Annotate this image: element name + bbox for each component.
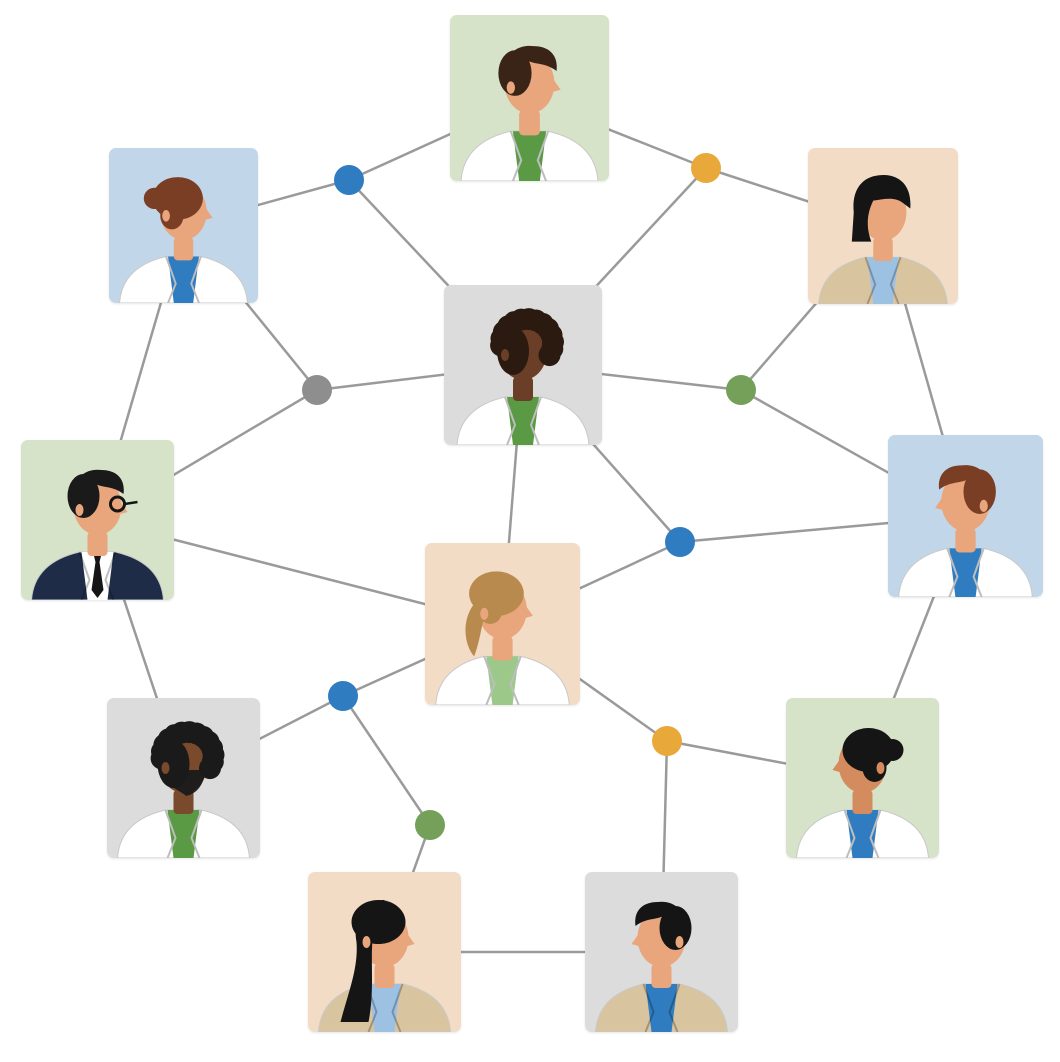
hub-node-h4 (726, 375, 756, 405)
person-card-left (21, 440, 174, 600)
connection-line (341, 695, 432, 826)
person-card-lower-right (786, 698, 939, 858)
person-portrait-icon (425, 543, 580, 705)
person-card-center (444, 285, 602, 445)
person-card-upper-left (109, 148, 258, 303)
person-portrait-icon (450, 15, 609, 181)
person-card-right (888, 435, 1043, 597)
hub-node-h8 (415, 810, 445, 840)
hub-node-h7 (652, 726, 682, 756)
person-portrait-icon (21, 440, 174, 600)
person-card-bottom-left (308, 872, 461, 1032)
hub-node-h5 (665, 527, 695, 557)
person-portrait-icon (308, 872, 461, 1032)
hub-node-h2 (691, 153, 721, 183)
person-card-bottom-right (585, 872, 738, 1032)
person-portrait-icon (585, 872, 738, 1032)
person-portrait-icon (444, 285, 602, 445)
person-portrait-icon (109, 148, 258, 303)
hub-node-h3 (302, 375, 332, 405)
person-portrait-icon (786, 698, 939, 858)
person-card-upper-right (808, 148, 958, 304)
person-portrait-icon (107, 698, 260, 858)
hub-node-h1 (334, 165, 364, 195)
hub-node-h6 (328, 681, 358, 711)
person-card-lower-left (107, 698, 260, 858)
person-portrait-icon (888, 435, 1043, 597)
person-portrait-icon (808, 148, 958, 304)
person-card-top (450, 15, 609, 181)
person-card-middle (425, 543, 580, 705)
